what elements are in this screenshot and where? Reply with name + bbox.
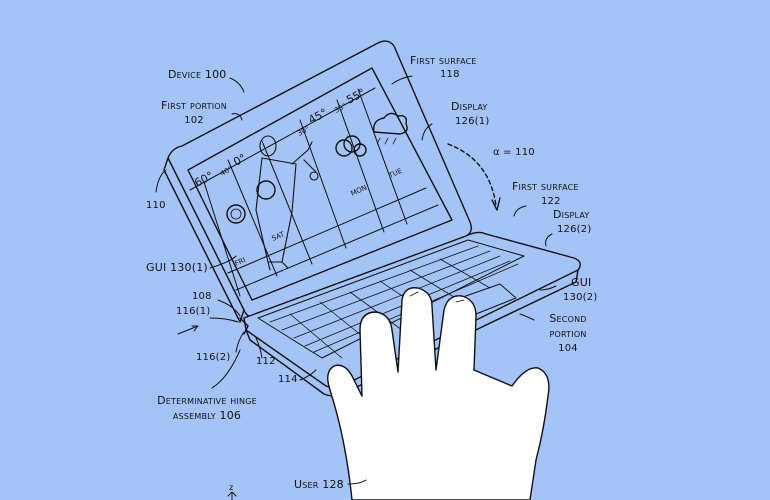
label-display-right: Display [553, 208, 590, 221]
label-hinge-assembly-2: assembly 106 [172, 409, 242, 422]
label-first-surface-right-num: 122 [541, 196, 561, 207]
label-alpha: α = 110 [493, 147, 535, 158]
day-label: FRI [234, 256, 247, 268]
user-hand [327, 287, 550, 500]
label-first-surface-right: First surface [512, 180, 579, 193]
label-gui-left: GUI 130(1) [146, 261, 208, 274]
label-display-top: Display [451, 100, 488, 113]
hinge-assembly [239, 317, 249, 335]
label-device: Device 100 [168, 68, 227, 81]
label-second-portion-num: 104 [558, 343, 578, 354]
label-gui-right-num: 130(2) [563, 292, 598, 303]
leader-lines [155, 75, 557, 485]
label-second-portion-2: portion [549, 327, 587, 340]
label-first-portion-num: 102 [184, 115, 204, 126]
label-ref-112: 112 [256, 356, 276, 367]
axis-indicator [227, 491, 237, 500]
label-display-top-num: 126(1) [455, 116, 490, 127]
gui-grid [189, 87, 439, 297]
label-user: User 128 [294, 478, 344, 491]
label-first-surface-top: First surface [410, 54, 477, 67]
label-ref-116-1: 116(1) [176, 306, 211, 317]
label-ref-114: 114 [278, 374, 298, 385]
display-panel [187, 67, 453, 301]
rain-cloud-icon [373, 112, 408, 135]
sun-icon [256, 180, 276, 200]
label-first-portion: First portion [161, 99, 227, 112]
label-hinge-assembly: Determinative hinge [157, 394, 257, 407]
temp-label: 0° [231, 151, 248, 168]
label-ref-116-2: 116(2) [196, 352, 231, 363]
cloud-sun-icon [335, 139, 353, 157]
lid-edge [163, 157, 245, 323]
label-hinge-edge: 110 [146, 200, 166, 211]
label-ref-108: 108 [192, 291, 212, 302]
label-second-portion: Second [549, 312, 587, 325]
sun-icon [226, 204, 246, 224]
presenter-figure [255, 135, 319, 271]
alpha-angle-arc [447, 143, 497, 207]
label-display-right-num: 126(2) [557, 224, 592, 235]
label-axis-z: z [229, 483, 234, 492]
label-gui-right: GUI [571, 276, 592, 289]
label-first-surface-top-num: 118 [440, 69, 460, 80]
keyboard-area [257, 239, 525, 359]
